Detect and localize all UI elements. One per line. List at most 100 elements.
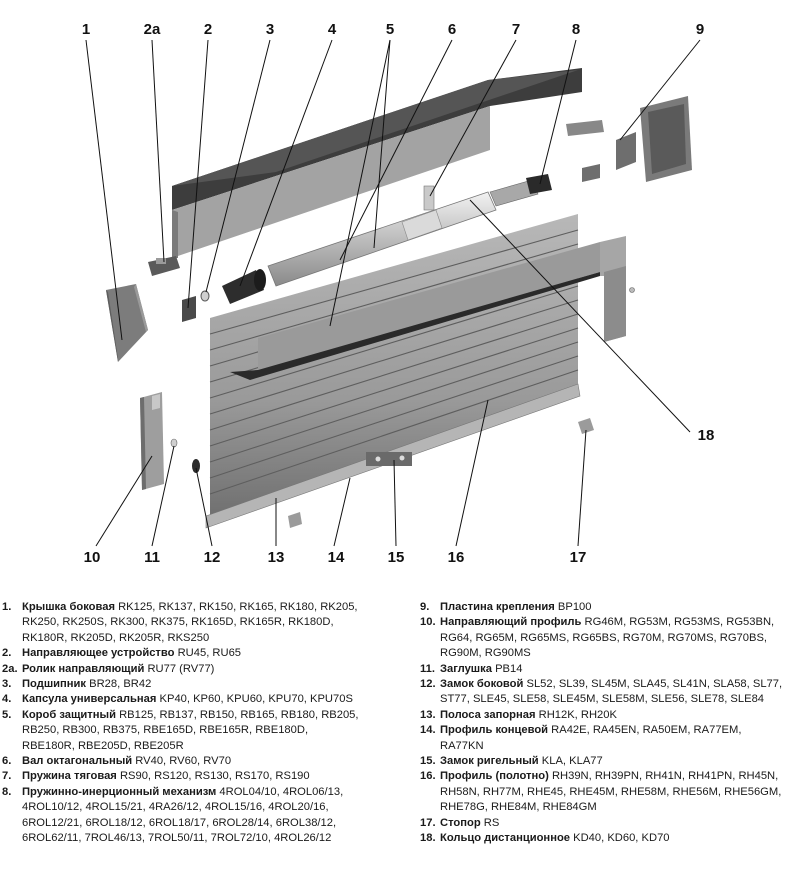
part-name: Короб защитный bbox=[22, 708, 116, 721]
guide-roller-part bbox=[148, 256, 180, 276]
callout-5: 5 bbox=[386, 21, 394, 38]
legend-entry: 14.Профиль концевой RA42E, RA45EN, RA50E… bbox=[420, 723, 784, 754]
legend-entry: 5.Короб защитный RB125, RB137, RB150, RB… bbox=[2, 708, 362, 754]
entry-number: 3. bbox=[2, 678, 12, 691]
callout-3: 3 bbox=[266, 21, 274, 38]
part-codes: KP40, KP60, KPU60, KPU70, KPU70S bbox=[159, 693, 353, 706]
part-codes: RU77 (RV77) bbox=[147, 662, 215, 675]
callout-numbers: 1 2a 2 3 4 5 6 7 8 9 10 11 12 13 14 15 1… bbox=[82, 21, 715, 566]
legend-entry: 11. Заглушка PB14 bbox=[420, 662, 784, 677]
callout-15: 15 bbox=[388, 549, 405, 566]
callout-17: 17 bbox=[570, 549, 587, 566]
entry-number: 11. bbox=[420, 662, 435, 675]
part-codes: KLA, KLA77 bbox=[541, 755, 603, 768]
part-name: Полоса запорная bbox=[440, 708, 536, 721]
part-codes: RH39N, RH39PN, RH41N, RH41PN, RH45N, RH5… bbox=[440, 770, 782, 814]
part-codes: RH12K, RH20K bbox=[538, 708, 617, 721]
entry-number: 1. bbox=[2, 601, 12, 613]
legend-entry: 9. Пластина крепления BP100 bbox=[420, 600, 784, 615]
legend-entry: 13. Полоса запорная RH12K, RH20K bbox=[420, 708, 784, 723]
legend-entry: 12.Замок боковой SL52, SL39, SL45M, SLA4… bbox=[420, 677, 784, 708]
part-codes: RS bbox=[483, 816, 500, 829]
legend-entry: 2a. Ролик направляющий RU77 (RV77) bbox=[2, 662, 362, 677]
callout-7: 7 bbox=[512, 21, 520, 38]
part-name: Пружина тяговая bbox=[22, 770, 117, 783]
legend-entry: 15. Замок ригельный KLA, KLA77 bbox=[420, 754, 784, 769]
legend-entry: 18. Кольцо дистанционное KD40, KD60, KD70 bbox=[420, 831, 784, 846]
part-name: Профиль концевой bbox=[440, 724, 549, 737]
part-name: Подшипник bbox=[22, 678, 87, 691]
part-codes: RS90, RS120, RS130, RS170, RS190 bbox=[119, 770, 310, 783]
legend-entry: 2. Направляющее устройство RU45, RU65 bbox=[2, 646, 362, 661]
part-name: Вал октагональный bbox=[22, 755, 133, 768]
entry-number: 4. bbox=[2, 693, 12, 706]
protective-box-top bbox=[172, 68, 582, 258]
guide-profile-part bbox=[140, 392, 164, 490]
traction-spring-part bbox=[423, 185, 435, 211]
legend-entry: 3. Подшипник BR28, BR42 bbox=[2, 677, 362, 692]
stopper-part bbox=[288, 418, 594, 528]
entry-number: 6. bbox=[2, 755, 12, 768]
exploded-diagram: 1 2a 2 3 4 5 6 7 8 9 10 11 12 13 14 15 1… bbox=[82, 21, 715, 566]
entry-number: 2. bbox=[2, 647, 12, 660]
entry-number: 13. bbox=[420, 708, 436, 721]
legend-entry: 6. Вал октагональный RV40, RV60, RV70 bbox=[2, 754, 362, 769]
part-name: Замок ригельный bbox=[440, 755, 539, 768]
callout-1: 1 bbox=[82, 21, 90, 38]
part-codes: RG46M, RG53M, RG53MS, RG53BN, RG64, RG65… bbox=[440, 616, 775, 660]
entry-number: 8. bbox=[2, 785, 12, 798]
part-codes: BR28, BR42 bbox=[89, 678, 152, 691]
part-name: Стопор bbox=[440, 816, 481, 829]
part-codes: RK125, RK137, RK150, RK165, RK180, RK205… bbox=[22, 601, 358, 644]
side-lock-part bbox=[192, 459, 200, 473]
callout-12: 12 bbox=[204, 549, 221, 566]
mounting-plate-part bbox=[566, 96, 692, 182]
part-name: Замок боковой bbox=[440, 678, 524, 691]
leader-lines bbox=[85, 39, 701, 547]
entry-number: 18. bbox=[420, 832, 436, 845]
part-codes: SL52, SL39, SL45M, SLA45, SL41N, SLA58, … bbox=[440, 678, 783, 706]
callout-16: 16 bbox=[448, 549, 465, 566]
callout-11: 11 bbox=[144, 549, 160, 566]
bearing-part bbox=[200, 290, 210, 302]
part-name: Направляющее устройство bbox=[22, 647, 175, 660]
entry-number: 15. bbox=[420, 755, 436, 768]
part-name: Крышка боковая bbox=[22, 601, 115, 613]
part-codes: RV40, RV60, RV70 bbox=[135, 755, 232, 768]
part-name: Ролик направляющий bbox=[22, 662, 145, 675]
part-codes: KD40, KD60, KD70 bbox=[573, 832, 670, 845]
part-name: Пластина крепления bbox=[440, 601, 555, 613]
entry-number: 9. bbox=[420, 601, 430, 613]
legend-entry: 1. Крышка боковая RK125, RK137, RK150, RK… bbox=[2, 600, 362, 646]
part-codes: 4ROL04/10, 4ROL06/13, 4ROL10/12, 4ROL15/… bbox=[22, 785, 344, 845]
callout-8: 8 bbox=[572, 21, 580, 38]
capsule-part bbox=[222, 269, 266, 304]
parts-legend-left: 1. Крышка боковая RK125, RK137, RK150, RK… bbox=[2, 600, 362, 847]
bolt-lock-part bbox=[366, 452, 412, 466]
legend-entry: 17.Стопор RS bbox=[420, 816, 784, 831]
callout-6: 6 bbox=[448, 21, 456, 38]
legend-entry: 10.Направляющий профиль RG46M, RG53M, RG… bbox=[420, 615, 784, 661]
end-cap-part bbox=[170, 438, 178, 448]
callout-18: 18 bbox=[698, 427, 715, 444]
callout-4: 4 bbox=[328, 21, 337, 38]
part-name: Заглушка bbox=[440, 662, 492, 675]
part-name: Кольцо дистанционное bbox=[440, 832, 571, 845]
legend-entry: 8.Пружинно-инерционный механизм 4ROL04/1… bbox=[2, 785, 362, 847]
part-codes: BP100 bbox=[557, 601, 592, 613]
part-codes: PB14 bbox=[495, 662, 523, 675]
entry-number: 7. bbox=[2, 770, 12, 783]
entry-number: 5. bbox=[2, 708, 12, 721]
callout-14: 14 bbox=[328, 549, 345, 566]
callout-9: 9 bbox=[696, 21, 704, 38]
entry-number: 2a. bbox=[2, 662, 18, 675]
part-codes: RU45, RU65 bbox=[177, 647, 242, 660]
guide-device-part bbox=[182, 296, 196, 322]
side-cover-part bbox=[106, 284, 148, 362]
callout-2: 2 bbox=[204, 21, 212, 38]
legend-entry: 4. Капсула универсальная KP40, KP60, KPU6… bbox=[2, 692, 362, 707]
callout-2a: 2a bbox=[144, 21, 161, 38]
part-name: Капсула универсальная bbox=[22, 693, 157, 706]
part-name: Направляющий профиль bbox=[440, 616, 582, 629]
parts-legend-right: 9. Пластина крепления BP100 10.Направляющ… bbox=[420, 600, 784, 847]
